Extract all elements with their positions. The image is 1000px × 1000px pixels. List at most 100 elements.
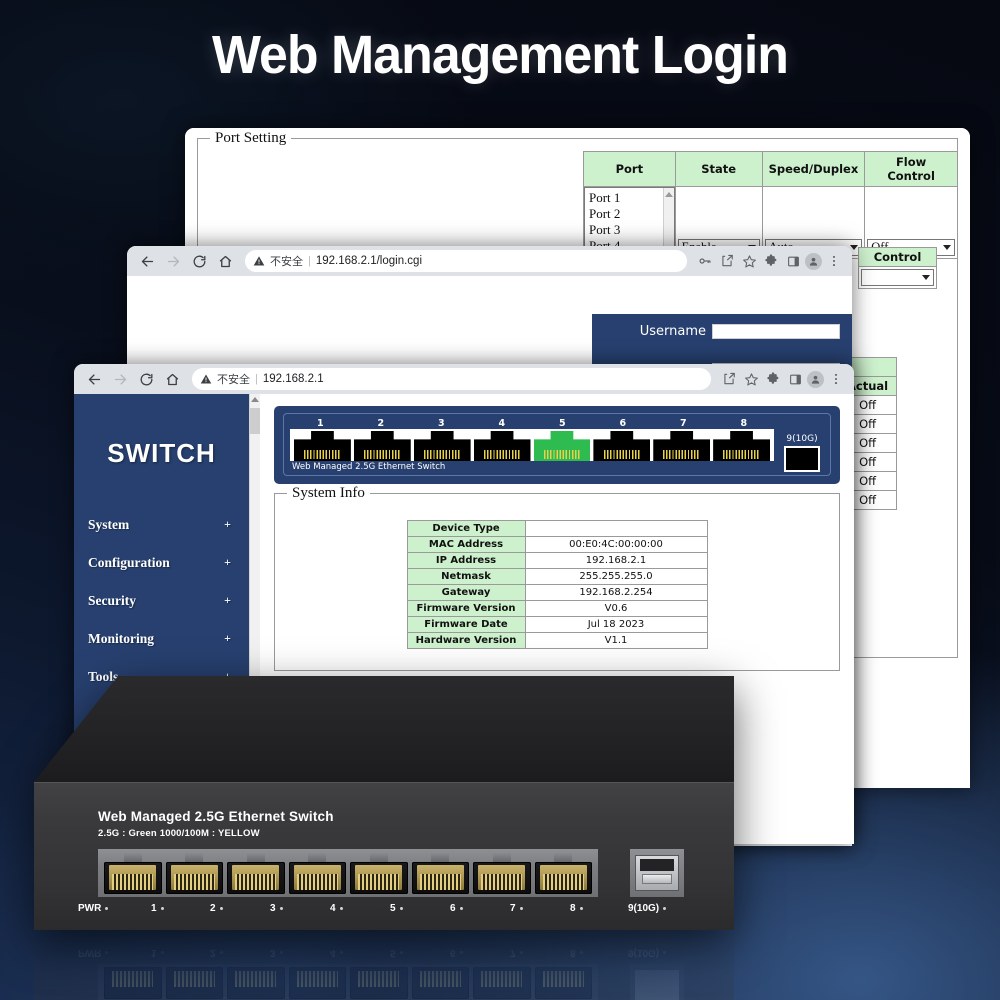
reload-icon[interactable] — [134, 367, 158, 391]
row-key: Firmware Date — [406, 616, 526, 633]
key-icon[interactable] — [695, 251, 715, 271]
chevron-down-icon — [922, 275, 930, 280]
sfp-port-icon[interactable] — [784, 446, 820, 472]
rj45-port-7-icon[interactable] — [653, 431, 711, 461]
expand-plus-icon[interactable]: + — [224, 593, 231, 607]
device-rj45-port-8[interactable] — [534, 852, 592, 894]
bookmark-star-icon[interactable] — [739, 251, 759, 271]
bookmark-star-icon[interactable] — [741, 369, 761, 389]
port-text: 8 — [570, 947, 576, 958]
rj45-port-2-icon[interactable] — [353, 431, 411, 461]
scroll-up-arrow-icon[interactable] — [664, 192, 673, 197]
device-port-label-3: 3 — [270, 903, 283, 914]
listbox-scrollbar[interactable] — [662, 188, 674, 257]
reflection-pwr-label: PWR — [78, 947, 109, 958]
port-text: 1 — [151, 903, 157, 914]
rj45-port-6-icon[interactable] — [593, 431, 651, 461]
row-value: V0.6 — [524, 600, 708, 617]
side-panel-icon[interactable] — [785, 369, 805, 389]
led-dot — [519, 907, 523, 910]
device-port-label-6: 6 — [450, 903, 463, 914]
expand-plus-icon[interactable]: + — [224, 517, 231, 531]
table-row: Hardware Version V1.1 — [406, 632, 708, 649]
sidebar-item-label: Tools — [88, 668, 119, 684]
port-number: 7 — [679, 418, 687, 429]
system-info-wrap: System Info Device Type MAC Address 00:E… — [274, 485, 840, 671]
list-item[interactable]: Port 1 — [589, 190, 621, 205]
front-panel-graphic: 1 2 3 4 5 6 7 8 — [274, 406, 840, 484]
username-input[interactable] — [712, 324, 840, 339]
device-model-label: Web Managed 2.5G Ethernet Switch — [98, 809, 334, 824]
ports-panel — [290, 429, 774, 461]
list-item[interactable]: Port 2 — [589, 206, 621, 221]
port-text: 2 — [210, 903, 216, 914]
row-value: V1.1 — [524, 632, 708, 649]
home-icon[interactable] — [160, 367, 184, 391]
username-row: Username — [602, 324, 840, 339]
page-title: Web Management Login — [211, 25, 789, 85]
device-rj45-port-1[interactable] — [104, 852, 162, 894]
omnibox-separator: | — [255, 373, 258, 385]
expand-plus-icon[interactable]: + — [224, 555, 231, 569]
device-rj45-port-6[interactable] — [411, 852, 469, 894]
sidebar-item-monitoring[interactable]: Monitoring + — [74, 625, 249, 652]
list-item[interactable]: Port 3 — [589, 222, 621, 237]
menu-kebab-icon[interactable] — [826, 369, 846, 389]
led-dot — [279, 907, 283, 910]
back-arrow-icon[interactable] — [135, 249, 159, 273]
system-info-table: Device Type MAC Address 00:E0:4C:00:00:0… — [406, 520, 708, 649]
device-rj45-port-2[interactable] — [165, 852, 223, 894]
scroll-up-arrow-icon[interactable] — [251, 397, 259, 402]
sidebar-item-label: System — [88, 516, 130, 532]
row-key: Device Type — [406, 520, 526, 537]
reflection-port-label: 8 — [570, 947, 583, 958]
control-select[interactable] — [861, 269, 934, 286]
forward-arrow-icon[interactable] — [108, 367, 132, 391]
extensions-puzzle-icon[interactable] — [761, 251, 781, 271]
rj45-port-5-icon-active[interactable] — [533, 431, 591, 461]
back-arrow-icon[interactable] — [82, 367, 106, 391]
forward-arrow-icon[interactable] — [161, 249, 185, 273]
table-row: Firmware Date Jul 18 2023 — [406, 616, 708, 633]
device-port-label-8: 8 — [570, 903, 583, 914]
home-icon[interactable] — [213, 249, 237, 273]
system-info-legend: System Info — [287, 485, 370, 502]
table-row: MAC Address 00:E0:4C:00:00:00 — [406, 536, 708, 553]
profile-avatar-icon[interactable] — [807, 370, 824, 388]
device-top-surface — [34, 676, 734, 782]
port-text: 2 — [210, 947, 216, 958]
address-bar-login[interactable]: 不安全 | 192.168.2.1/login.cgi — [245, 250, 687, 272]
port-text: 3 — [270, 947, 276, 958]
menu-kebab-icon[interactable] — [824, 251, 844, 271]
led-dot — [459, 907, 463, 910]
address-bar-switch[interactable]: 不安全 | 192.168.2.1 — [192, 368, 711, 390]
share-icon[interactable] — [719, 369, 739, 389]
reflection-port-label: 2 — [210, 947, 223, 958]
port-number: 6 — [619, 418, 627, 429]
device-rj45-port-7[interactable] — [473, 852, 531, 894]
device-led-legend-label: 2.5G : Green 1000/100M : YELLOW — [98, 828, 260, 839]
scrollbar-thumb[interactable] — [250, 408, 260, 434]
device-rj45-port-3[interactable] — [227, 852, 285, 894]
share-icon[interactable] — [717, 251, 737, 271]
sidebar-item-security[interactable]: Security + — [74, 587, 249, 614]
sidebar-scrollbar[interactable] — [249, 394, 260, 844]
rj45-port-4-icon[interactable] — [473, 431, 531, 461]
rj45-port-1-icon[interactable] — [294, 431, 351, 461]
port-text: 4 — [330, 903, 336, 914]
device-sfp-port[interactable] — [630, 849, 684, 897]
rj45-port-8-icon[interactable] — [713, 431, 770, 461]
sidebar-item-configuration[interactable]: Configuration + — [74, 549, 249, 576]
port-text: 3 — [270, 903, 276, 914]
system-info-fieldset: System Info Device Type MAC Address 00:E… — [274, 485, 840, 671]
profile-avatar-icon[interactable] — [805, 252, 822, 270]
reload-icon[interactable] — [187, 249, 211, 273]
device-rj45-port-5[interactable] — [350, 852, 408, 894]
extensions-puzzle-icon[interactable] — [763, 369, 783, 389]
expand-plus-icon[interactable]: + — [224, 631, 231, 645]
rj45-port-3-icon[interactable] — [413, 431, 471, 461]
side-panel-icon[interactable] — [783, 251, 803, 271]
device-rj45-port-4[interactable] — [288, 852, 346, 894]
browser-toolbar-switch: 不安全 | 192.168.2.1 — [74, 364, 854, 394]
sidebar-item-system[interactable]: System + — [74, 511, 249, 538]
